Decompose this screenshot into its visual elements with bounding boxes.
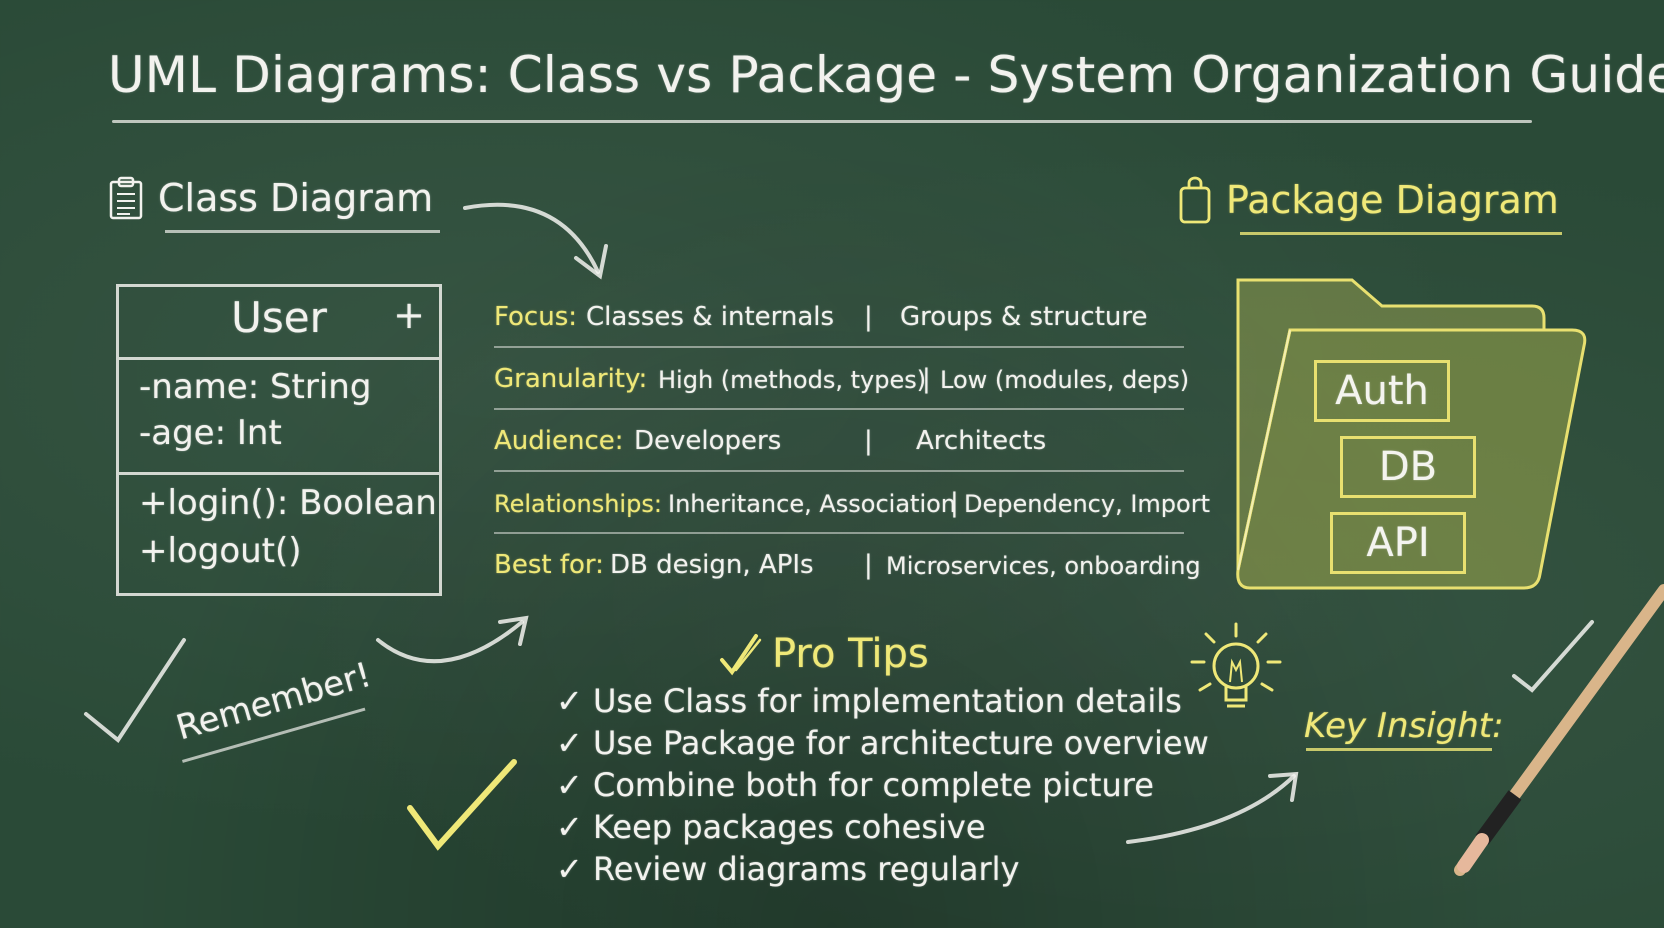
key-insight-underline bbox=[1306, 748, 1492, 751]
row-package-value: Low (modules, deps) bbox=[940, 366, 1190, 394]
row-package-value: Architects bbox=[916, 426, 1047, 456]
row-separator: | bbox=[864, 550, 873, 580]
uml-divider bbox=[119, 357, 439, 360]
row-separator: | bbox=[950, 488, 959, 518]
arrow-head-icon bbox=[574, 244, 608, 280]
row-package-value: Microservices, onboarding bbox=[886, 552, 1201, 580]
comparison-row-best-for: Best for: DB design, APIs | Microservice… bbox=[494, 542, 1201, 588]
row-class-value: Classes & internals bbox=[586, 302, 835, 332]
package-diagram-heading: Package Diagram bbox=[1178, 176, 1559, 224]
title-underline bbox=[112, 120, 1532, 123]
row-separator: | bbox=[864, 426, 873, 456]
folder-icon bbox=[1236, 278, 1587, 590]
pro-tips-heading-text: Pro Tips bbox=[772, 631, 929, 677]
class-diagram-heading-text: Class Diagram bbox=[158, 176, 434, 220]
page-title: UML Diagrams: Class vs Package - System … bbox=[108, 46, 1664, 104]
pro-tips-heading: Pro Tips bbox=[718, 630, 929, 678]
tip-item: ✓ Combine both for complete picture bbox=[556, 766, 1154, 804]
package-auth: Auth bbox=[1314, 360, 1450, 422]
checkmark-icon bbox=[84, 638, 186, 743]
tip-item: ✓ Use Package for architecture overview bbox=[556, 724, 1209, 762]
row-separator: | bbox=[922, 364, 931, 394]
tip-item: ✓ Keep packages cohesive bbox=[556, 808, 986, 846]
class-heading-underline bbox=[165, 230, 440, 233]
tip-item: ✓ Review diagrams regularly bbox=[556, 850, 1020, 888]
comparison-row-focus: Focus: Classes & internals | Groups & st… bbox=[494, 294, 1194, 340]
row-label: Granularity: bbox=[494, 364, 648, 394]
bag-icon bbox=[1179, 176, 1211, 224]
checkmark-icon bbox=[1512, 620, 1594, 693]
package-heading-underline bbox=[1240, 232, 1562, 235]
comparison-row-granularity: Granularity: High (methods, types) | Low… bbox=[494, 356, 1194, 402]
row-label: Best for: bbox=[494, 550, 604, 580]
uml-class-box: User + -name: String -age: Int +login():… bbox=[116, 284, 442, 596]
arrow-head-icon bbox=[1268, 771, 1299, 802]
uml-divider bbox=[119, 472, 439, 475]
uml-class-name: User bbox=[231, 293, 327, 342]
checkmark-icon bbox=[720, 634, 762, 676]
arrow-icon bbox=[463, 202, 600, 274]
comparison-row-relationships: Relationships: Inheritance, Association … bbox=[494, 480, 1210, 526]
row-class-value: Inheritance, Association bbox=[668, 490, 956, 518]
uml-method: +login(): Boolean bbox=[139, 483, 437, 523]
row-label: Audience: bbox=[494, 426, 624, 456]
package-diagram-heading-text: Package Diagram bbox=[1226, 178, 1559, 222]
row-label: Relationships: bbox=[494, 490, 662, 518]
package-db: DB bbox=[1340, 436, 1476, 498]
uml-plus-icon: + bbox=[393, 293, 425, 337]
arrow-icon bbox=[376, 620, 524, 664]
clipboard-icon bbox=[109, 176, 143, 220]
row-label: Focus: bbox=[494, 302, 578, 332]
row-separator: | bbox=[864, 302, 873, 332]
row-divider bbox=[494, 408, 1184, 410]
key-insight-note: Key Insight: bbox=[1304, 706, 1504, 746]
row-class-value: High (methods, types) bbox=[658, 366, 927, 394]
chalk-pencil-icon bbox=[1454, 584, 1664, 876]
class-diagram-heading: Class Diagram bbox=[108, 176, 433, 220]
arrow-head-icon bbox=[498, 615, 529, 646]
lightbulb-icon bbox=[1190, 622, 1282, 708]
uml-method: +logout() bbox=[139, 531, 302, 571]
arrow-icon bbox=[1126, 774, 1296, 844]
uml-attribute: -age: Int bbox=[139, 413, 282, 453]
row-package-value: Dependency, Import bbox=[964, 490, 1210, 518]
row-divider bbox=[494, 470, 1184, 472]
package-api: API bbox=[1330, 512, 1466, 574]
row-divider bbox=[494, 346, 1184, 348]
comparison-row-audience: Audience: Developers | Architects bbox=[494, 418, 1194, 464]
tip-item: ✓ Use Class for implementation details bbox=[556, 682, 1182, 720]
row-package-value: Groups & structure bbox=[900, 302, 1148, 332]
row-class-value: Developers bbox=[634, 426, 782, 456]
checkmark-icon bbox=[407, 759, 517, 851]
row-divider bbox=[494, 532, 1184, 534]
uml-attribute: -name: String bbox=[139, 367, 372, 407]
row-class-value: DB design, APIs bbox=[610, 550, 814, 580]
